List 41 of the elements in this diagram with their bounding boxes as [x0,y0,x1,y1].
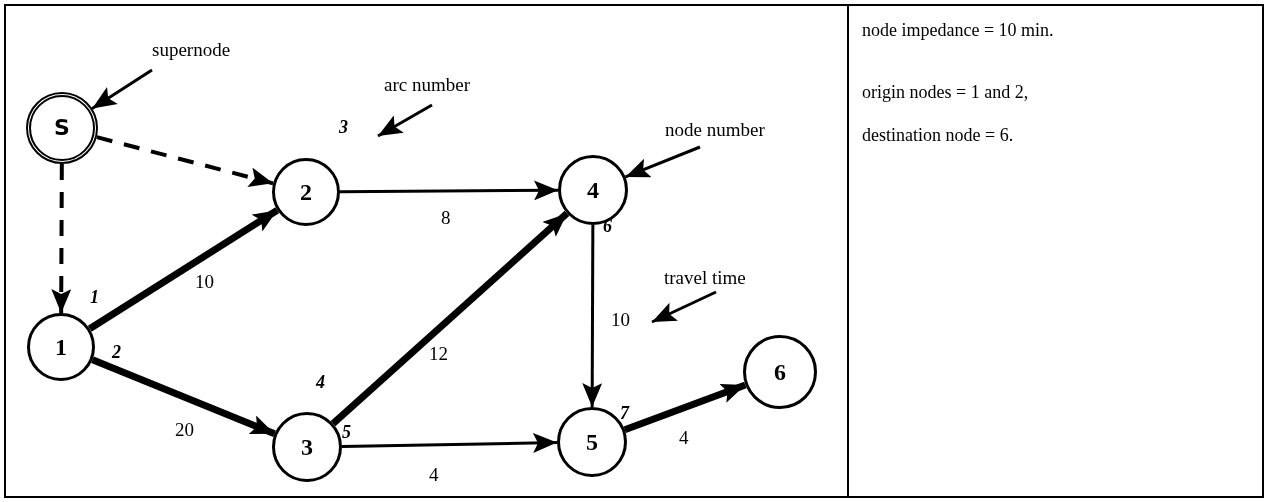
arc-number: 2 [112,343,121,361]
leader-line [651,290,717,324]
edge-label: 10 [194,272,215,291]
node-number: 5 [586,430,598,454]
edge-label: 12 [428,344,449,363]
arrow [623,381,747,434]
node-number: 6 [774,360,786,384]
arrow [87,207,280,332]
callout-text: travel time [664,268,746,289]
edge-label: 10 [610,310,631,329]
arc-number: 4 [316,373,325,391]
arrow [340,180,558,201]
edge-label: 4 [428,465,440,484]
arc-number: 5 [342,423,351,441]
node-number: 2 [300,180,312,204]
leader-line [91,68,153,110]
node-number: 4 [587,178,599,202]
arc-number: 7 [620,404,629,422]
callout-text: supernode [152,40,231,61]
note-text: destination node = 6. [862,126,1014,144]
node-number: S [54,117,70,139]
arrow [341,433,558,454]
leader-line [624,145,701,179]
node-number: 3 [301,435,313,459]
arrow [330,210,570,427]
callout-text: node number [665,120,765,141]
edge-label: 20 [174,420,195,439]
edge-label: 8 [440,208,452,227]
arrow [51,164,72,313]
node-number: 1 [55,335,67,359]
edge-label: 4 [678,428,690,447]
arc-number: 1 [90,288,99,306]
node-circle [272,412,342,482]
callout-text: arc number [384,75,470,96]
note-text: origin nodes = 1 and 2, [862,83,1029,101]
leader-line [377,103,433,138]
arrow [96,135,274,187]
arrow [91,356,276,438]
arc-number: 3 [339,118,348,136]
arrow [582,225,603,407]
note-text: node impedance = 10 min. [862,21,1054,39]
